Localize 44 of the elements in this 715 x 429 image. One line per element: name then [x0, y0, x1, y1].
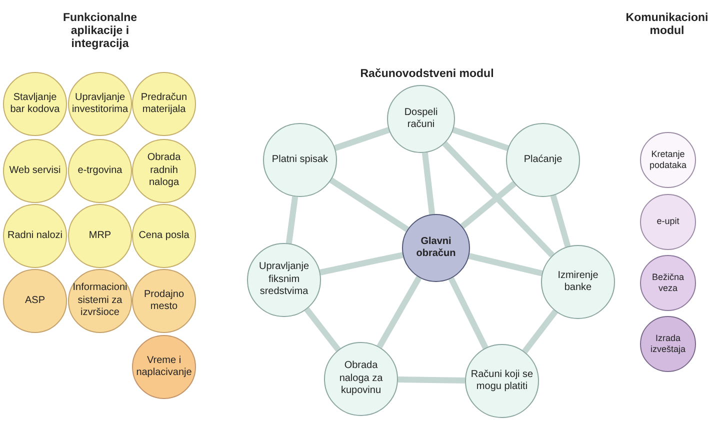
node-label: Izmirenje banke [556, 270, 600, 294]
node-label: Računi koji se mogu platiti [470, 368, 534, 394]
node-label: Glavni obračun [415, 236, 457, 260]
node-label: Bežična veza [650, 272, 686, 294]
node-label: Web servisi [8, 164, 62, 178]
connector-line [286, 196, 298, 244]
connector-line [452, 126, 509, 152]
node-label: Izrada izveštaja [649, 332, 686, 356]
node-label: Predračun materijala [140, 92, 188, 116]
node-label: Plaćanje [522, 154, 564, 166]
node-label: ASP [24, 294, 46, 308]
group-heading: Računovodstveni modul [359, 68, 495, 82]
node-label: Obrada naloga za kupovinu [338, 360, 384, 398]
group-heading: Komunikacioni modul [624, 12, 710, 38]
connector-line [522, 310, 558, 354]
node-label: Radni nalozi [6, 230, 64, 242]
node-label: Dospeli računi [403, 106, 439, 132]
connector-line [468, 253, 543, 276]
node-label: MRP [88, 230, 112, 242]
node-label: e-upit [656, 216, 680, 228]
node-label: Upravljanje fiksnim sredstvima [258, 261, 310, 299]
connector-line [422, 152, 436, 215]
group-heading: Funkcionalne aplikacije i integracija [62, 12, 138, 52]
node-label: Stavljanje bar kodova [9, 92, 61, 116]
node-label: Cena posla [138, 230, 190, 242]
connector-line [398, 376, 466, 384]
connector-line [550, 194, 571, 248]
connector-line [448, 277, 488, 350]
module-circle [541, 245, 615, 319]
node-label: e-trgovina [76, 164, 124, 178]
connector-line [329, 178, 410, 232]
connector-line [376, 276, 422, 348]
module-circle [402, 214, 470, 282]
connector-line [442, 141, 554, 258]
node-label: Platni spisak [270, 154, 330, 166]
node-label: Vreme i naplacivanje [135, 354, 193, 380]
node-label: Obrada radnih naloga [146, 152, 182, 190]
connector-line [304, 307, 341, 352]
connector-line [320, 252, 404, 276]
node-label: Informacioni sistemi za izvršioce [72, 282, 128, 320]
connector-line [334, 127, 390, 151]
node-label: Prodajno mesto [142, 288, 186, 314]
node-label: Upravljanje investitorima [70, 92, 130, 116]
node-label: Kretanje podataka [648, 148, 688, 172]
